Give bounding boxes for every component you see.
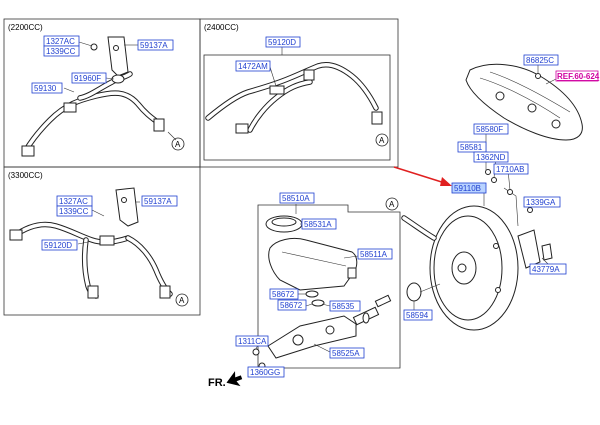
- assembly-2400cc: A: [203, 47, 391, 161]
- hose-joint-3300cc: [99, 235, 115, 246]
- bolt-2200cc: [113, 45, 119, 51]
- front-label: FR.: [208, 377, 226, 389]
- assembly-2200cc: A: [21, 36, 185, 157]
- ref-letter-a-2400cc: A: [379, 136, 385, 145]
- front-direction-marker: FR.: [208, 371, 243, 389]
- label-59137a-3300cc[interactable]: 59137A: [144, 197, 172, 206]
- hose-clip-3300cc-1: [9, 229, 23, 241]
- ref-letter-a-booster: A: [389, 200, 395, 209]
- label-1339ga[interactable]: 1339GA: [526, 198, 556, 207]
- section-title-2200cc: (2200CC): [8, 23, 43, 32]
- nut-2200cc: [90, 43, 98, 51]
- reservoir-58511a: [268, 237, 358, 291]
- screw-86825c: [535, 73, 541, 79]
- label-58594[interactable]: 58594: [406, 311, 429, 320]
- nut-1710ab: [507, 189, 513, 195]
- bracket-2200cc: [107, 36, 129, 77]
- frame-2400cc: [199, 18, 399, 168]
- hose-clip-2200cc-2: [153, 118, 165, 132]
- label-43779a[interactable]: 43779A: [532, 265, 560, 274]
- switch-43779a: [541, 243, 553, 261]
- section-title-3300cc: (3300CC): [8, 171, 43, 180]
- label-1360gg[interactable]: 1360GG: [250, 368, 280, 377]
- grommet-58672-2: [311, 299, 325, 307]
- label-1311ca[interactable]: 1311CA: [238, 337, 267, 346]
- brake-booster-assembly: A: [385, 133, 553, 331]
- label-58672-upper[interactable]: 58672: [272, 290, 295, 299]
- label-59120d-3300cc[interactable]: 59120D: [44, 241, 72, 250]
- hose-clip-2400cc-2: [371, 111, 383, 125]
- label-58672-lower[interactable]: 58672: [280, 301, 303, 310]
- hose-clip-3300cc-3: [159, 285, 171, 299]
- ref-circle-a-2400cc: [375, 133, 389, 147]
- bracket-3300cc: [115, 187, 139, 227]
- pin-58581: [485, 169, 491, 175]
- hose-joint-2400cc: [269, 85, 285, 95]
- label-86825c[interactable]: 86825C: [526, 56, 554, 65]
- ref-letter-a-3300cc: A: [179, 296, 185, 305]
- screw-1339ga: [527, 207, 533, 213]
- label-58511a[interactable]: 58511A: [360, 250, 388, 259]
- label-1472am[interactable]: 1472AM: [238, 62, 268, 71]
- master-cylinder-body: [267, 315, 357, 359]
- label-1339cc-3300cc[interactable]: 1339CC: [59, 207, 89, 216]
- section-title-2400cc: (2400CC): [204, 23, 239, 32]
- hose-joint-2200cc: [63, 102, 77, 113]
- ref-circle-a-booster: [385, 197, 399, 211]
- booster-pedal-bracket: [517, 229, 541, 269]
- hose-clip-2400cc-1: [235, 123, 249, 134]
- hose-clip-3300cc-2: [87, 285, 99, 299]
- frame-3300cc: [3, 166, 201, 316]
- hose-clip-2200cc-1: [21, 145, 35, 157]
- ref-circle-a-3300cc: [175, 293, 189, 307]
- label-1327ac-3300cc[interactable]: 1327AC: [59, 197, 88, 206]
- vacuum-hose-2400cc: [205, 62, 379, 121]
- cowl-bracket-assembly: [465, 63, 583, 141]
- ref-letter-a-2200cc: A: [175, 140, 181, 149]
- label-59110b[interactable]: 59110B: [454, 184, 481, 193]
- front-arrow-icon: [226, 371, 243, 387]
- label-1710ab[interactable]: 1710AB: [496, 165, 524, 174]
- label-1339cc-2200cc[interactable]: 1339CC: [46, 47, 76, 56]
- ref-link-60-624[interactable]: REF.60-624: [557, 72, 600, 81]
- label-58581[interactable]: 58581: [460, 143, 483, 152]
- arrow-head: [440, 177, 452, 186]
- nut-1362nd: [491, 177, 497, 183]
- label-58580f[interactable]: 58580F: [476, 125, 503, 134]
- master-cylinder-assembly: [252, 204, 392, 374]
- ref-circle-a-2200cc: [171, 137, 185, 151]
- label-91960f[interactable]: 91960F: [74, 74, 101, 83]
- label-59120d-2400cc[interactable]: 59120D: [268, 38, 296, 47]
- label-59130[interactable]: 59130: [34, 84, 57, 93]
- highlight-arrow: [393, 166, 452, 186]
- hose-clamp-2400cc: [303, 69, 315, 81]
- frame-2400cc-inner: [203, 54, 391, 161]
- label-58525a[interactable]: 58525A: [332, 349, 360, 358]
- label-59137a-2200cc[interactable]: 59137A: [140, 41, 168, 50]
- nut-1311ca: [252, 348, 260, 356]
- grommet-58672-1: [305, 290, 319, 298]
- assembly-3300cc: A: [9, 187, 189, 307]
- label-58535[interactable]: 58535: [332, 302, 355, 311]
- oring-58594: [406, 282, 422, 302]
- label-1327ac-2200cc[interactable]: 1327AC: [46, 37, 75, 46]
- label-1362nd[interactable]: 1362ND: [476, 153, 506, 162]
- label-58510a[interactable]: 58510A: [282, 194, 310, 203]
- label-58531a[interactable]: 58531A: [304, 220, 332, 229]
- section-frames: [3, 18, 401, 369]
